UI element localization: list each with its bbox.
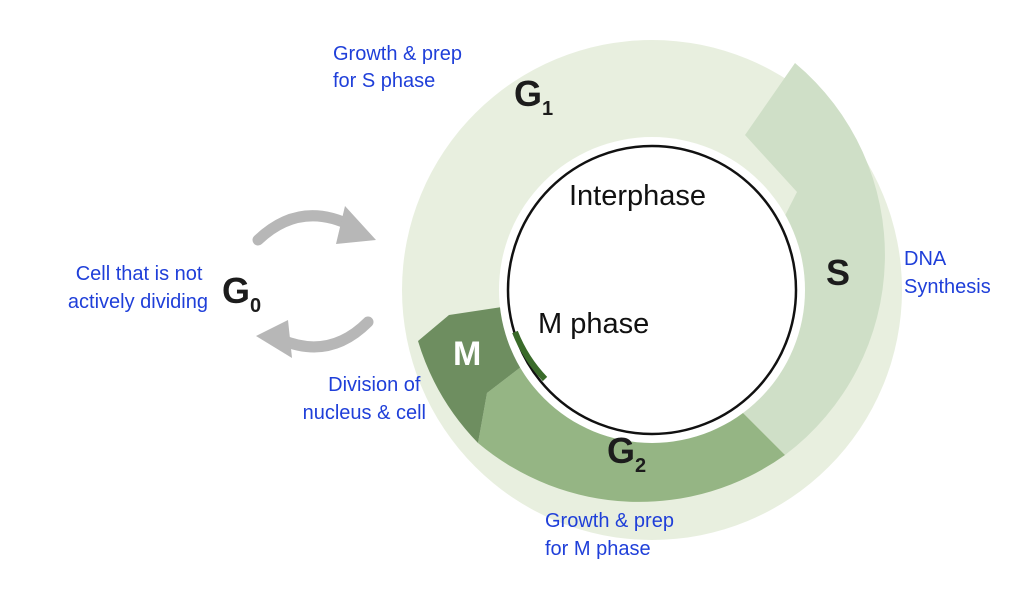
g1-description: Growth & prep for S phase [333, 43, 468, 92]
interphase-circle [506, 144, 798, 436]
g2-label: G2 [607, 430, 646, 477]
inner-disk [499, 137, 805, 443]
s-label: S [826, 252, 850, 293]
m-description: Division of nucleus & cell [303, 374, 426, 424]
m-phase-label: M phase [538, 308, 649, 340]
interphase-label: Interphase [569, 180, 706, 212]
g0-bottom-arrow-icon [256, 316, 374, 358]
m-segment [418, 307, 530, 443]
m-phase-marker [512, 330, 548, 382]
g0-description: Cell that is not actively dividing [68, 263, 208, 313]
g2-description: Growth & prep for M phase [545, 510, 680, 560]
s-description: DNA Synthesis [904, 248, 991, 298]
g1-label: G1 [514, 73, 553, 120]
m-label: M [453, 335, 481, 373]
g0-label: G0 [222, 270, 261, 317]
g0-top-arrow-icon [252, 206, 376, 246]
